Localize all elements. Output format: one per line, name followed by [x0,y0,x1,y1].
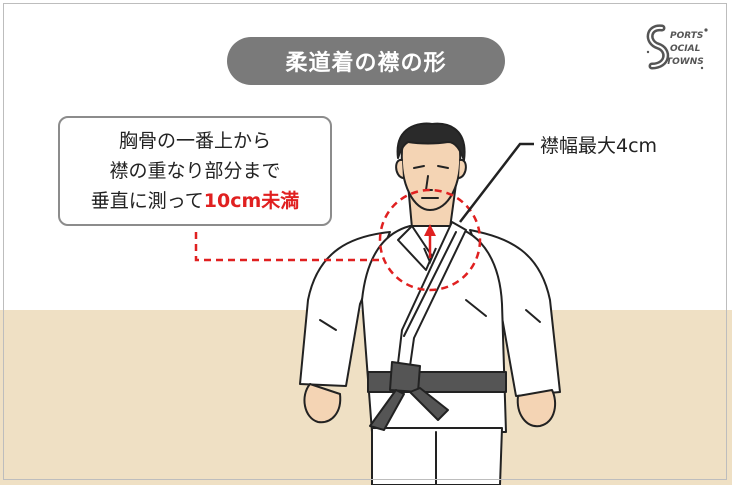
svg-text:TOWNS: TOWNS [666,57,704,67]
title-text: 柔道着の襟の形 [285,51,447,76]
measurement-note-box: 胸骨の一番上から 襟の重なり部分まで 垂直に測って10cm未満 [58,116,332,226]
measurement-arrow [424,224,436,258]
note-line-3: 垂直に測って10cm未満 [91,186,300,216]
note-highlight: 10cm未満 [203,190,300,212]
highlight-circle [378,188,482,292]
sports-social-towns-logo-icon: PORTS OCIAL TOWNS [646,24,708,70]
note-line-1: 胸骨の一番上から [118,130,271,152]
note-line-3-prefix: 垂直に測って [90,190,204,212]
svg-text:OCIAL: OCIAL [670,44,701,54]
leader-line [194,232,380,262]
collar-width-label: 襟幅最大4cm [540,135,658,157]
page-title: 柔道着の襟の形 [227,37,505,85]
collar-pointer-line [459,142,534,223]
svg-text:PORTS: PORTS [670,31,703,41]
note-line-2: 襟の重なり部分まで [109,160,281,182]
